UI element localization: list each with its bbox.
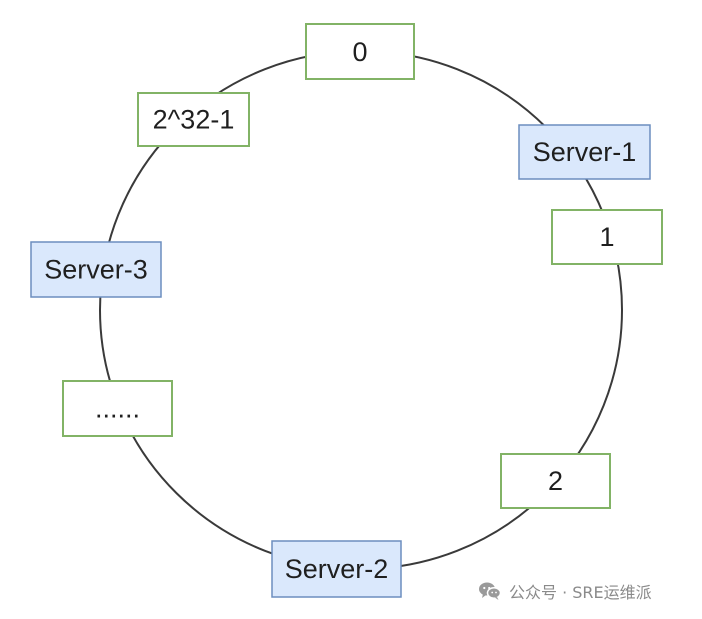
node-two: 2 — [500, 453, 611, 509]
node-server-1: Server-1 — [518, 124, 651, 180]
node-server-3-label: Server-3 — [44, 255, 148, 285]
node-ellipsis: ...... — [62, 380, 173, 437]
node-server-2-label: Server-2 — [285, 554, 389, 584]
node-max-hash: 2^32-1 — [137, 92, 250, 147]
watermark: 公众号 · SRE运维派 — [478, 578, 652, 604]
node-two-label: 2 — [548, 466, 563, 496]
node-zero-label: 0 — [352, 37, 367, 67]
node-one: 1 — [551, 209, 663, 265]
node-server-1-label: Server-1 — [533, 137, 637, 167]
wechat-icon — [478, 581, 502, 601]
node-ellipsis-label: ...... — [95, 394, 140, 424]
watermark-text: 公众号 · SRE运维派 — [509, 583, 652, 602]
node-server-3: Server-3 — [30, 241, 162, 298]
node-zero: 0 — [305, 23, 415, 80]
node-server-2: Server-2 — [271, 540, 402, 598]
node-max-hash-label: 2^32-1 — [153, 105, 235, 135]
node-one-label: 1 — [599, 222, 614, 252]
